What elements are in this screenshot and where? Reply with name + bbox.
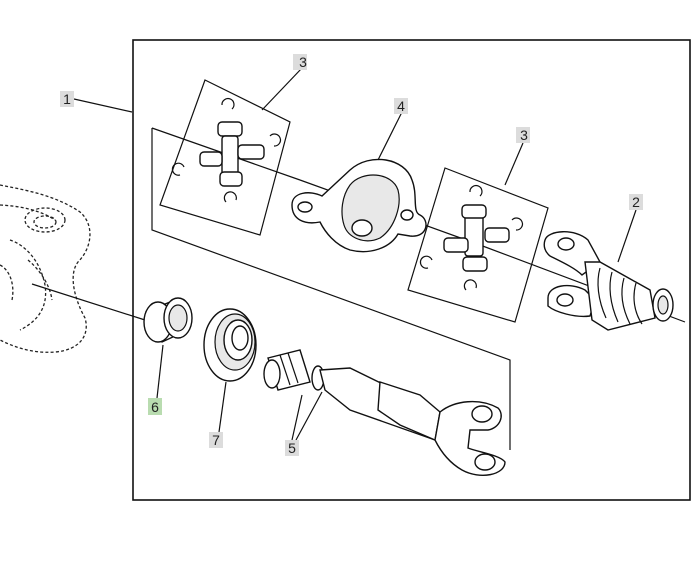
callout-2-text: 2: [632, 194, 640, 210]
assembly-frame: [132, 39, 691, 501]
callout-5: 5: [285, 440, 299, 456]
axis-line-left: [31, 283, 146, 321]
universal-joint-left: [159, 79, 291, 236]
leader-2: [617, 209, 637, 263]
callout-2: 2: [629, 194, 643, 210]
leader-4: [377, 111, 403, 161]
callout-1: 1: [60, 91, 74, 107]
leader-1: [73, 98, 133, 113]
callout-4-text: 4: [397, 98, 405, 114]
callout-3b: 3: [516, 127, 530, 143]
leader-3a: [261, 67, 303, 111]
universal-joint-right: [407, 167, 549, 323]
callout-5-text: 5: [288, 440, 296, 456]
tractor-housing-dashed: [0, 184, 91, 353]
callout-7: 7: [209, 432, 223, 448]
callout-3a-text: 3: [299, 54, 307, 70]
leader-3b: [504, 142, 524, 186]
slip-yoke-with-boot: [543, 231, 674, 331]
callout-6-text: 6: [151, 399, 159, 415]
leader-6: [156, 344, 164, 399]
callout-4: 4: [394, 98, 408, 114]
bushing: [143, 297, 193, 343]
callout-3a: 3: [293, 54, 307, 70]
leader-5a: [291, 394, 303, 441]
leader-5b: [295, 391, 323, 441]
callout-6: 6: [148, 398, 162, 415]
coupler-yoke: [291, 158, 427, 253]
leader-7: [218, 381, 227, 433]
seal: [203, 308, 257, 382]
subassembly-boundary: [151, 128, 511, 450]
callout-1-text: 1: [63, 91, 71, 107]
splined-shaft: [263, 349, 506, 476]
callout-7-text: 7: [212, 432, 220, 448]
callout-3b-text: 3: [520, 127, 528, 143]
